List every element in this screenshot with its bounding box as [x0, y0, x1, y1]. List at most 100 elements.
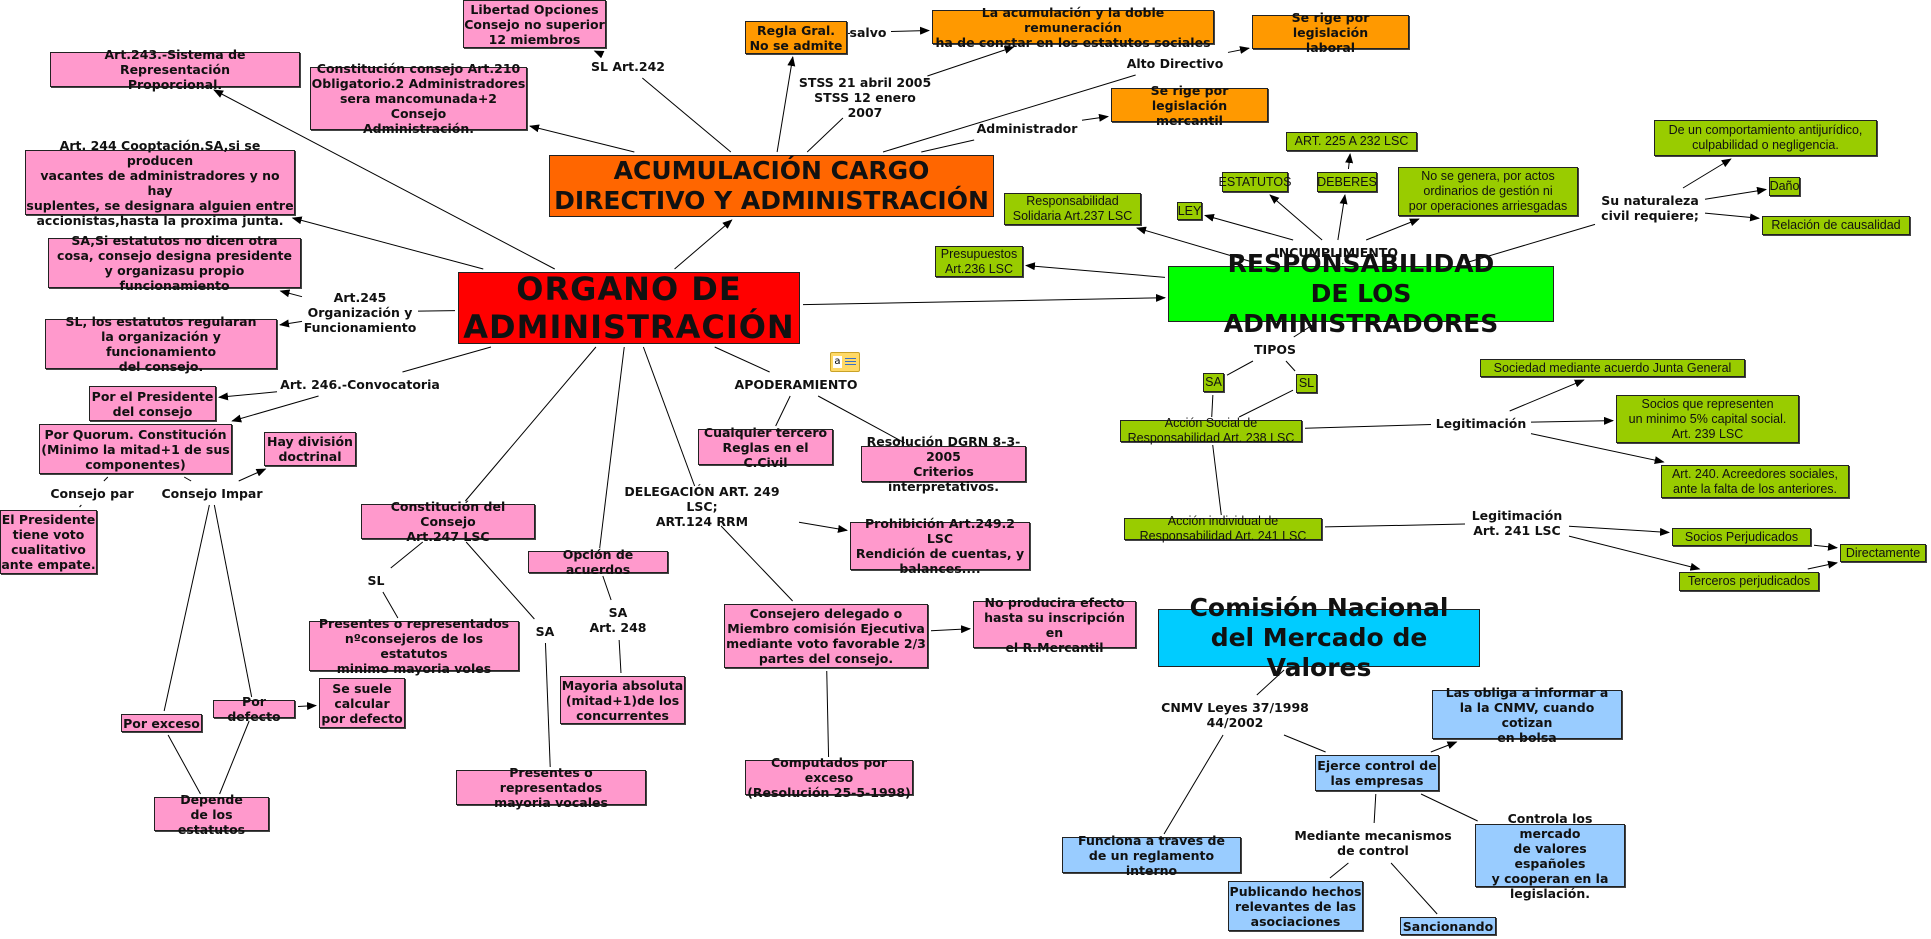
concept-node-presentes-sl[interactable]: Presentes o representados nºconsejeros d…: [309, 616, 519, 676]
link-label-l-admin[interactable]: Administrador: [976, 120, 1078, 136]
link-label-l-tipos[interactable]: TIPOS: [1254, 341, 1296, 357]
link-label-l-sa[interactable]: SA: [535, 623, 555, 639]
concept-node-sa-estatutos[interactable]: SA,Si estatutos no dicen otra cosa, cons…: [48, 233, 301, 293]
concept-node-comportamiento[interactable]: De un comportamiento antijurídico, culpa…: [1654, 120, 1877, 156]
edge-ejerce-control-to-l-mecanismos: [1373, 793, 1377, 824]
edge-acumulacion-to-regla-gral: [776, 56, 796, 153]
link-label-l-incumplimiento[interactable]: INCUMPLIMIENTO: [1274, 244, 1398, 260]
concept-node-ley[interactable]: LEY: [1177, 202, 1202, 220]
link-label-l-naturaleza[interactable]: Su naturaleza civil requiere;: [1601, 193, 1699, 223]
link-label-l-apoderamiento[interactable]: APODERAMIENTO: [734, 376, 858, 392]
concept-node-regla-gral[interactable]: Regla Gral. No se admite: [745, 21, 847, 54]
concept-node-acumulacion-doble[interactable]: La acumulación y la doble remuneración h…: [932, 5, 1214, 50]
edge-l-naturaleza-to-causalidad: [1704, 212, 1760, 222]
edge-l-mecanismos-to-sancionando: [1390, 862, 1438, 915]
edge-constitucion247-to-l-sa: [465, 541, 535, 620]
concept-node-art240[interactable]: Art. 240. Acreedores sociales, ante la f…: [1661, 465, 1849, 498]
concept-node-organo[interactable]: ORGANO DE ADMINISTRACIÓN: [458, 270, 800, 346]
concept-node-socios-5[interactable]: Socios que representen un minimo 5% capi…: [1616, 395, 1799, 443]
concept-node-art210[interactable]: Constitución consejo Art.210 Obligatorio…: [310, 61, 527, 136]
concept-node-accion-social[interactable]: Acción Social de Responsabilidad Art. 23…: [1120, 416, 1302, 445]
concept-node-sociedad-junta[interactable]: Sociedad mediante acuerdo Junta General: [1480, 359, 1745, 377]
concept-node-ejerce-control[interactable]: Ejerce control de las empresas: [1315, 755, 1439, 791]
concept-node-opcion-acuerdos[interactable]: Opción de acuerdos: [528, 547, 668, 577]
concept-node-causalidad[interactable]: Relación de causalidad: [1762, 216, 1910, 235]
concept-node-funciona[interactable]: Funciona a traves de de un reglamento in…: [1062, 833, 1241, 878]
concept-node-presupuestos[interactable]: Presupuestos Art.236 LSC: [935, 246, 1023, 277]
concept-node-socios-perjudicados[interactable]: Socios Perjudicados: [1672, 528, 1811, 546]
concept-node-por-defecto[interactable]: Por defecto: [213, 694, 295, 724]
concept-node-estatutos[interactable]: ESTATUTOS: [1219, 172, 1291, 192]
concept-node-por-quorum[interactable]: Por Quorum. Constitución (Minimo la mita…: [39, 424, 232, 474]
concept-node-mayoria-absoluta[interactable]: Mayoria absoluta (mitad+1)de los concurr…: [560, 676, 685, 724]
edge-l-cnmv-leyes-to-funciona: [1163, 734, 1224, 835]
edge-tipo-sa-to-accion-social: [1211, 394, 1214, 418]
edge-l-par-to-presidente-voto: [79, 504, 82, 508]
concept-node-solidaria[interactable]: Responsabilidad Solidaria Art.237 LSC: [1004, 193, 1141, 225]
link-label-l-art246[interactable]: Art. 246.-Convocatoria: [280, 376, 440, 392]
concept-node-deberes[interactable]: DEBERES: [1317, 172, 1377, 192]
concept-node-dano[interactable]: Daño: [1769, 177, 1800, 196]
concept-node-consejero-delegado[interactable]: Consejero delegado o Miembro comisión Ej…: [724, 604, 928, 668]
edge-organo-to-responsabilidad: [802, 293, 1166, 306]
concept-node-tipo-sl[interactable]: SL: [1296, 374, 1317, 393]
concept-node-acumulacion[interactable]: ACUMULACIÓN CARGO DIRECTIVO Y ADMINISTRA…: [549, 155, 994, 217]
edge-por-defecto-to-depende: [219, 720, 250, 795]
link-label-l-impar[interactable]: Consejo Impar: [161, 485, 263, 501]
concept-node-no-se-genera[interactable]: No se genera, por actos ordinarios de ge…: [1398, 167, 1578, 216]
concept-node-resolucion-dgrn[interactable]: Resolución DGRN 8-3-2005 Criterios inter…: [861, 434, 1026, 494]
concept-node-tipo-sa[interactable]: SA: [1203, 373, 1224, 392]
link-label-l-delegacion[interactable]: DELEGACIÓN ART. 249 LSC; ART.124 RRM: [624, 483, 780, 529]
concept-node-presentes-sa[interactable]: Presentes o representados mayoria vocale…: [456, 765, 646, 810]
concept-node-libertad[interactable]: Libertad Opciones Consejo no superior 12…: [463, 0, 606, 48]
concept-node-laboral[interactable]: Se rige por legislación laboral: [1252, 10, 1409, 55]
concept-node-directamente[interactable]: Directamente: [1840, 544, 1926, 562]
edge-l-incumplimiento-to-ley: [1204, 213, 1294, 241]
concept-node-responsabilidad[interactable]: RESPONSABILIDAD DE LOS ADMINISTRADORES: [1168, 249, 1554, 338]
concept-node-division[interactable]: Hay división doctrinal: [264, 432, 356, 466]
concept-node-prohibicion[interactable]: Prohibición Art.249.2 LSC Rendición de c…: [850, 516, 1030, 576]
edge-l-art245-to-sl-estatutos: [279, 319, 303, 328]
edge-accion-social-to-accion-individual: [1212, 444, 1222, 516]
edge-l-incumplimiento-to-estatutos: [1269, 194, 1323, 241]
concept-node-no-producira[interactable]: No producira efecto hasta su inscripción…: [973, 595, 1136, 655]
concept-node-art225[interactable]: ART. 225 A 232 LSC: [1286, 132, 1417, 151]
edge-organo-to-l-art246: [402, 346, 492, 373]
link-label-l-stss[interactable]: STSS 21 abril 2005 STSS 12 enero 2007: [798, 74, 932, 120]
concept-node-sancionando[interactable]: Sancionando: [1400, 917, 1496, 935]
link-label-l-alto[interactable]: Alto Directivo: [1126, 55, 1224, 71]
link-label-l-sl[interactable]: SL: [367, 572, 385, 588]
concept-node-publicando[interactable]: Publicando hechos relevantes de las asoc…: [1228, 881, 1363, 931]
concept-node-computados[interactable]: Computados por exceso (Resolución 25-5-1…: [745, 755, 913, 800]
concept-node-art243[interactable]: Art.243.-Sistema de Representación Propo…: [50, 47, 300, 92]
link-label-l-legit1[interactable]: Legitimación: [1435, 415, 1527, 431]
concept-node-depende[interactable]: Depende de los estatutos: [154, 792, 269, 837]
link-label-l-sl242[interactable]: SL Art.242: [591, 58, 665, 74]
concept-node-controla[interactable]: Controla los mercado de valores españole…: [1475, 811, 1625, 901]
edge-consejero-delegado-to-computados: [826, 670, 830, 758]
link-label-l-cnmv-leyes[interactable]: CNMV Leyes 37/1998 44/2002: [1161, 700, 1309, 730]
concept-node-por-presidente[interactable]: Por el Presidente del consejo: [89, 386, 216, 421]
concept-node-constitucion247[interactable]: Constitución del Consejo Art.247 LSC: [361, 499, 535, 544]
link-label-l-salvo[interactable]: salvo: [849, 24, 887, 40]
link-label-l-art245[interactable]: Art.245 Organización y Funcionamiento: [303, 289, 417, 335]
link-label-l-par[interactable]: Consejo par: [50, 485, 134, 501]
concept-node-las-obliga[interactable]: Las obliga a informar a la la CNMV, cuan…: [1432, 685, 1622, 745]
concept-node-art244[interactable]: Art. 244 Cooptación.SA,si se producen va…: [25, 137, 295, 228]
link-label-l-sa248[interactable]: SA Art. 248: [589, 605, 647, 635]
concept-node-por-exceso[interactable]: Por exceso: [121, 714, 202, 732]
concept-node-cnmv[interactable]: Comisión Nacional del Mercado de Valores: [1158, 593, 1480, 682]
concept-node-se-suele[interactable]: Se suele calcular por defecto: [319, 678, 405, 728]
concept-node-terceros-perjudicados[interactable]: Terceros perjudicados: [1679, 572, 1819, 591]
link-label-l-legit2[interactable]: Legitimación Art. 241 LSC: [1471, 508, 1563, 538]
edge-l-delegacion-to-consejero-delegado: [720, 525, 793, 602]
note-annotation-icon[interactable]: a: [830, 352, 860, 372]
edge-organo-to-art244: [291, 216, 484, 270]
concept-node-cualquier-tercero[interactable]: Cualquier tercero Reglas en el C.Civil: [698, 425, 833, 470]
concept-node-mercantil[interactable]: Se rige por legislación mercantil: [1111, 83, 1268, 128]
concept-node-sl-estatutos[interactable]: SL, los estatutos regularan la organizac…: [45, 314, 277, 374]
concept-node-presidente-voto[interactable]: El Presidente tiene voto cualitativo ant…: [0, 510, 97, 574]
link-label-l-mecanismos[interactable]: Mediante mecanismos de control: [1294, 828, 1452, 858]
concept-node-accion-individual[interactable]: Acción individual de Responsabilidad Art…: [1124, 514, 1322, 543]
edge-l-art246-to-por-quorum: [231, 395, 319, 423]
